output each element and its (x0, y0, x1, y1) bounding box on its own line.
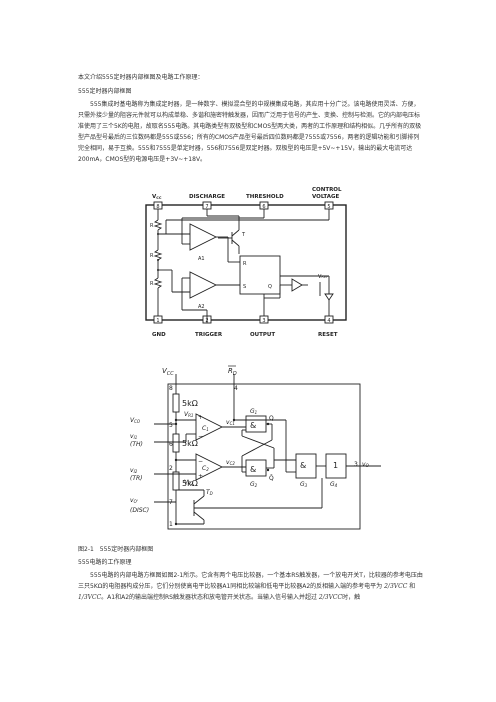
gnd-label: GND (152, 332, 166, 338)
pin4-label: 4 (327, 318, 330, 324)
paragraph-1: 555集成时基电路称为集成定时器，是一种数字、模拟混合型的中规模集成电路，其应用… (78, 101, 422, 163)
threshold-label: THRESHOLD (246, 194, 284, 200)
reset-label: RESET (318, 332, 338, 338)
vi1-label: vI1 (130, 433, 137, 440)
vo-prime-label: vO' (130, 497, 138, 504)
ff-q-label: Q (268, 284, 272, 290)
td-label: TD (206, 489, 213, 496)
g2-label: G2 (250, 481, 258, 488)
vco-label: VCO (130, 417, 140, 424)
ff-r-label: R (243, 261, 247, 267)
control-label: CONTROL (312, 187, 342, 193)
svg-text:&: & (250, 465, 256, 474)
svg-text:R: R (150, 253, 154, 259)
output-label: OUTPUT (250, 332, 275, 338)
pin3-label: 3 (262, 318, 265, 324)
svg-text:1: 1 (169, 521, 173, 528)
resistor-label-1: 5kΩ (182, 399, 198, 408)
svg-text:−: − (198, 458, 203, 465)
svg-text:R: R (150, 281, 154, 287)
g1-label: G1 (250, 408, 257, 415)
pin1-label: 1 (156, 318, 159, 324)
c2-label: C2 (202, 465, 209, 472)
pin8-label: 8 (156, 204, 159, 210)
pin6-label: 6 (262, 204, 265, 210)
vcc-label: VCC (152, 194, 162, 200)
svg-text:+: + (198, 473, 203, 480)
pin7-label: 7 (205, 204, 208, 210)
vc1-label: vC1 (226, 419, 235, 426)
trigger-label: TRIGGER (195, 332, 223, 338)
g4-label: G4 (330, 481, 338, 488)
heading-block-diagram: 555定时器内部框图 (78, 88, 132, 95)
svg-text:&: & (300, 461, 306, 470)
c1-label: C1 (202, 425, 209, 432)
vr2-label: VR2 (184, 479, 194, 486)
vc2-label: vC2 (226, 459, 235, 466)
comparator-a2-label: A2 (198, 304, 205, 310)
rd-label: RD (228, 367, 237, 377)
diagram-555-logic: VCC RD 8 4 5 6 2 7 1 3 (130, 365, 381, 530)
paragraph-2: 555电路的内部电路方框图如图2-1所示。它含有两个电压比较器，一个基本RS触发… (78, 572, 423, 601)
svg-text:R: R (150, 223, 154, 229)
vi2-label: vI2 (130, 467, 138, 474)
svg-text:Q̄: Q̄ (269, 475, 274, 482)
resistor-label-2: 5kΩ (182, 439, 198, 448)
svg-text:−: − (198, 433, 203, 440)
figure-caption: 图2-1 555定时器内部框图 (78, 546, 154, 553)
svg-text:2: 2 (169, 465, 173, 472)
svg-text:8: 8 (169, 385, 173, 392)
svg-text:1: 1 (333, 461, 338, 470)
pin5-label: 5 (327, 204, 330, 210)
vr1-label: VR1 (184, 411, 193, 418)
vcc-label-2: VCC (162, 367, 174, 377)
dis-label: (DISC) (130, 507, 149, 514)
voltage-label: VOLTAGE (312, 194, 340, 200)
vo-label: vO (362, 461, 369, 468)
resistor-label-3: 5kΩ (182, 479, 198, 488)
svg-text:3: 3 (354, 461, 358, 468)
tr-label: (TR) (130, 475, 143, 482)
svg-text:7: 7 (169, 499, 173, 506)
svg-text:5: 5 (169, 422, 173, 429)
svg-text:4: 4 (234, 385, 238, 392)
diagram-555-block: 8 7 6 5 1 2 3 4 VCC DISCHARGE THRESHOLD … (145, 187, 347, 338)
heading-working-principle: 555电路的工作原理 (78, 559, 132, 566)
g3-label: G3 (300, 481, 308, 488)
vref-label: VREF (318, 274, 328, 280)
svg-text:&: & (250, 421, 256, 430)
transistor-label: T (241, 232, 246, 238)
svg-text:+: + (198, 414, 203, 421)
svg-text:6: 6 (169, 441, 173, 448)
discharge-label: DISCHARGE (189, 194, 225, 200)
svg-text:Q: Q (269, 415, 274, 422)
th-label: (TH) (130, 441, 143, 448)
intro-text: 本文介绍555定时器内部框图及电路工作原理： (78, 74, 204, 81)
ff-s-label: S (243, 284, 246, 290)
comparator-a1-label: A1 (198, 256, 205, 262)
